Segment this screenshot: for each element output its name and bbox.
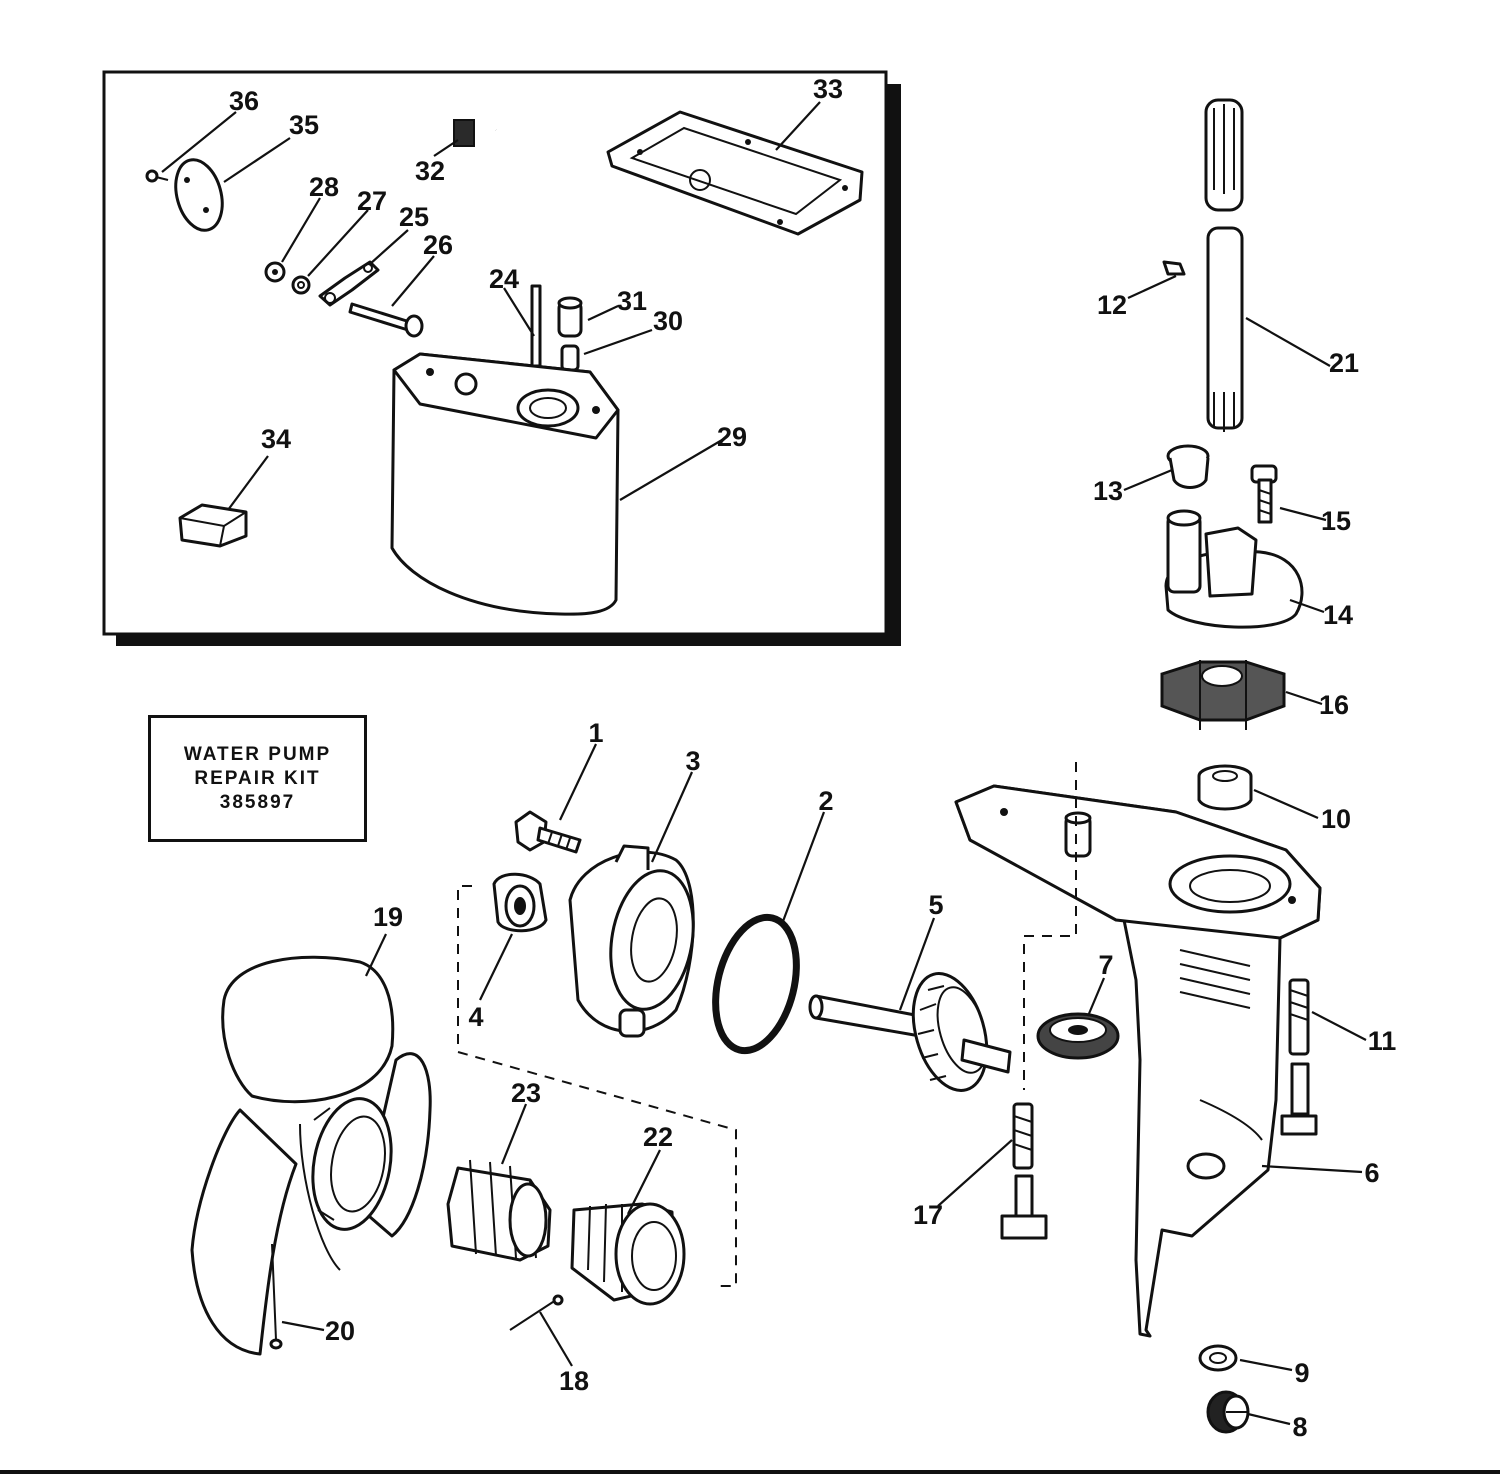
callout-14: 14 — [1323, 600, 1353, 630]
callout-36: 36 — [229, 86, 259, 116]
part-27-washer — [291, 275, 311, 295]
part-34-anode — [178, 503, 248, 548]
callout-12: 12 — [1097, 290, 1127, 320]
part-18-cotter-pin — [509, 1294, 564, 1331]
part-5-propeller-shaft — [808, 972, 1012, 1092]
callout-7: 7 — [1098, 950, 1113, 980]
part-19-propeller — [190, 955, 432, 1356]
callout-22: 22 — [643, 1122, 673, 1152]
part-14-pump-housing — [1164, 509, 1304, 629]
callout-17: 17 — [913, 1200, 943, 1230]
callout-34: 34 — [261, 424, 291, 454]
callout-24: 24 — [489, 264, 519, 294]
part-26-bolt — [348, 302, 424, 338]
part-15-screw — [1250, 464, 1278, 524]
part-33-gasket — [606, 110, 864, 236]
part-7-pinion-gear — [1036, 1012, 1120, 1060]
kit-line-2: REPAIR KIT — [194, 767, 321, 789]
callout-21: 21 — [1329, 348, 1359, 378]
callout-26: 26 — [423, 230, 453, 260]
callout-19: 19 — [373, 902, 403, 932]
callout-9: 9 — [1294, 1358, 1309, 1388]
part-3-bearing-housing — [568, 844, 695, 1038]
callout-3: 3 — [685, 746, 700, 776]
guide-dash-gearcase — [1023, 762, 1077, 1090]
guide-dash-propshaft — [457, 885, 737, 1287]
callout-30: 30 — [653, 306, 683, 336]
callout-5: 5 — [928, 890, 943, 920]
part-28-nut — [264, 261, 286, 283]
part-drive-shaft-upper — [1204, 98, 1244, 212]
callout-29: 29 — [717, 422, 747, 452]
callout-23: 23 — [511, 1078, 541, 1108]
callout-16: 16 — [1319, 690, 1349, 720]
callout-6: 6 — [1364, 1158, 1379, 1188]
callout-32: 32 — [415, 156, 445, 186]
part-11-stud — [1280, 978, 1318, 1136]
callout-31: 31 — [617, 286, 647, 316]
kit-part-number: 385897 — [219, 791, 296, 813]
part-17-stud — [1000, 1102, 1048, 1240]
part-4-bearing — [492, 872, 548, 933]
kit-line-1: WATER PUMP — [183, 743, 332, 765]
callout-11: 11 — [1368, 1026, 1397, 1056]
part-21-drive-shaft — [1206, 226, 1244, 432]
part-23-thrust-hub — [446, 1159, 552, 1262]
callout-25: 25 — [399, 202, 429, 232]
part-30-grommet — [560, 344, 580, 372]
part-2-o-ring — [712, 913, 800, 1055]
callout-1: 1 — [588, 718, 603, 748]
part-29-exhaust-housing — [390, 352, 620, 616]
callout-27: 27 — [357, 186, 387, 216]
part-10-seal — [1197, 764, 1253, 811]
part-13-bushing — [1166, 444, 1210, 489]
callout-15: 15 — [1321, 506, 1351, 536]
callout-13: 13 — [1093, 476, 1123, 506]
leader-lines — [161, 101, 1367, 1426]
callout-18: 18 — [559, 1366, 589, 1396]
part-12-key — [1162, 260, 1186, 276]
callout-28: 28 — [309, 172, 339, 202]
callout-33: 33 — [813, 74, 843, 104]
callout-2: 2 — [818, 786, 833, 816]
part-1-screw — [514, 810, 582, 854]
part-20-cotter-pin — [269, 1243, 283, 1350]
part-6-gearcase — [954, 784, 1322, 1338]
callout-labels: 1 2 3 4 5 6 7 8 9 10 11 12 13 14 15 16 1… — [229, 74, 1396, 1442]
water-pump-repair-kit-box: WATER PUMP REPAIR KIT 385897 — [148, 715, 367, 842]
callout-35: 35 — [289, 110, 319, 140]
callout-20: 20 — [325, 1316, 355, 1346]
callout-8: 8 — [1292, 1412, 1307, 1442]
part-31-grommet — [557, 296, 583, 338]
part-8-plug — [1206, 1390, 1250, 1434]
part-16-impeller — [1160, 660, 1286, 730]
part-9-washer — [1198, 1344, 1238, 1372]
part-25-linkage — [318, 260, 380, 307]
part-36-screw — [145, 169, 169, 183]
part-32-clip — [453, 119, 475, 147]
callout-10: 10 — [1321, 804, 1351, 834]
part-35-cover-plate — [174, 158, 224, 232]
part-22-spline-adapter — [570, 1202, 686, 1306]
callout-4: 4 — [468, 1002, 483, 1032]
